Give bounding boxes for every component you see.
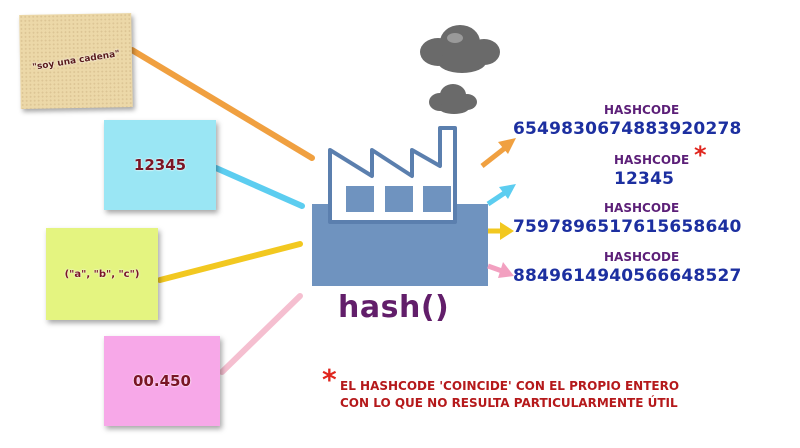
smoke-cloud-icon (420, 25, 500, 73)
hashcode-value: 8849614940566648527 (513, 266, 742, 286)
connector-line-tuple (157, 241, 303, 283)
arrow-right-icon (488, 222, 514, 240)
input-note-label: ("a", "b", "c") (64, 268, 140, 280)
hashcode-label: HASHCODE (604, 250, 680, 264)
hashcode-value: 7597896517615658640 (513, 217, 742, 237)
connector-line-integer (213, 165, 305, 209)
smoke-cloud-small-icon (429, 84, 477, 114)
hashcode-label: HASHCODE (604, 201, 680, 215)
input-note-label: "soy una cadena" (31, 49, 121, 73)
factory-icon (312, 126, 488, 286)
arrow-right-icon (487, 262, 514, 278)
footnote-line-2: CON LO QUE NO RESULTA PARTICULARMENTE ÚT… (340, 396, 678, 410)
input-note-tuple: ("a", "b", "c") (46, 228, 158, 320)
hash-function-label: hash() (338, 290, 450, 325)
input-note-float: 00.450 (104, 336, 220, 426)
input-note-label: 12345 (133, 156, 187, 174)
hashcode-value: 6549830674883920278 (513, 119, 742, 139)
input-note-string: "soy una cadena" (19, 13, 133, 109)
footnote-line-1: EL HASHCODE 'COINCIDE' CON EL PROPIO ENT… (340, 379, 680, 393)
connector-line-float (219, 293, 303, 375)
footnote: EL HASHCODE 'COINCIDE' CON EL PROPIO ENT… (340, 378, 679, 412)
hashcode-label: HASHCODE (614, 153, 690, 167)
arrow-right-icon (486, 184, 516, 207)
hashcode-value: 12345 (614, 169, 675, 189)
input-note-label: 00.450 (133, 372, 191, 390)
arrow-right-icon (480, 138, 516, 168)
footnote-asterisk: * (322, 363, 337, 396)
input-note-integer: 12345 (104, 120, 216, 210)
hashcode-label: HASHCODE (604, 103, 680, 117)
connector-line-string (129, 47, 315, 161)
asterisk-mark: * (694, 141, 707, 169)
